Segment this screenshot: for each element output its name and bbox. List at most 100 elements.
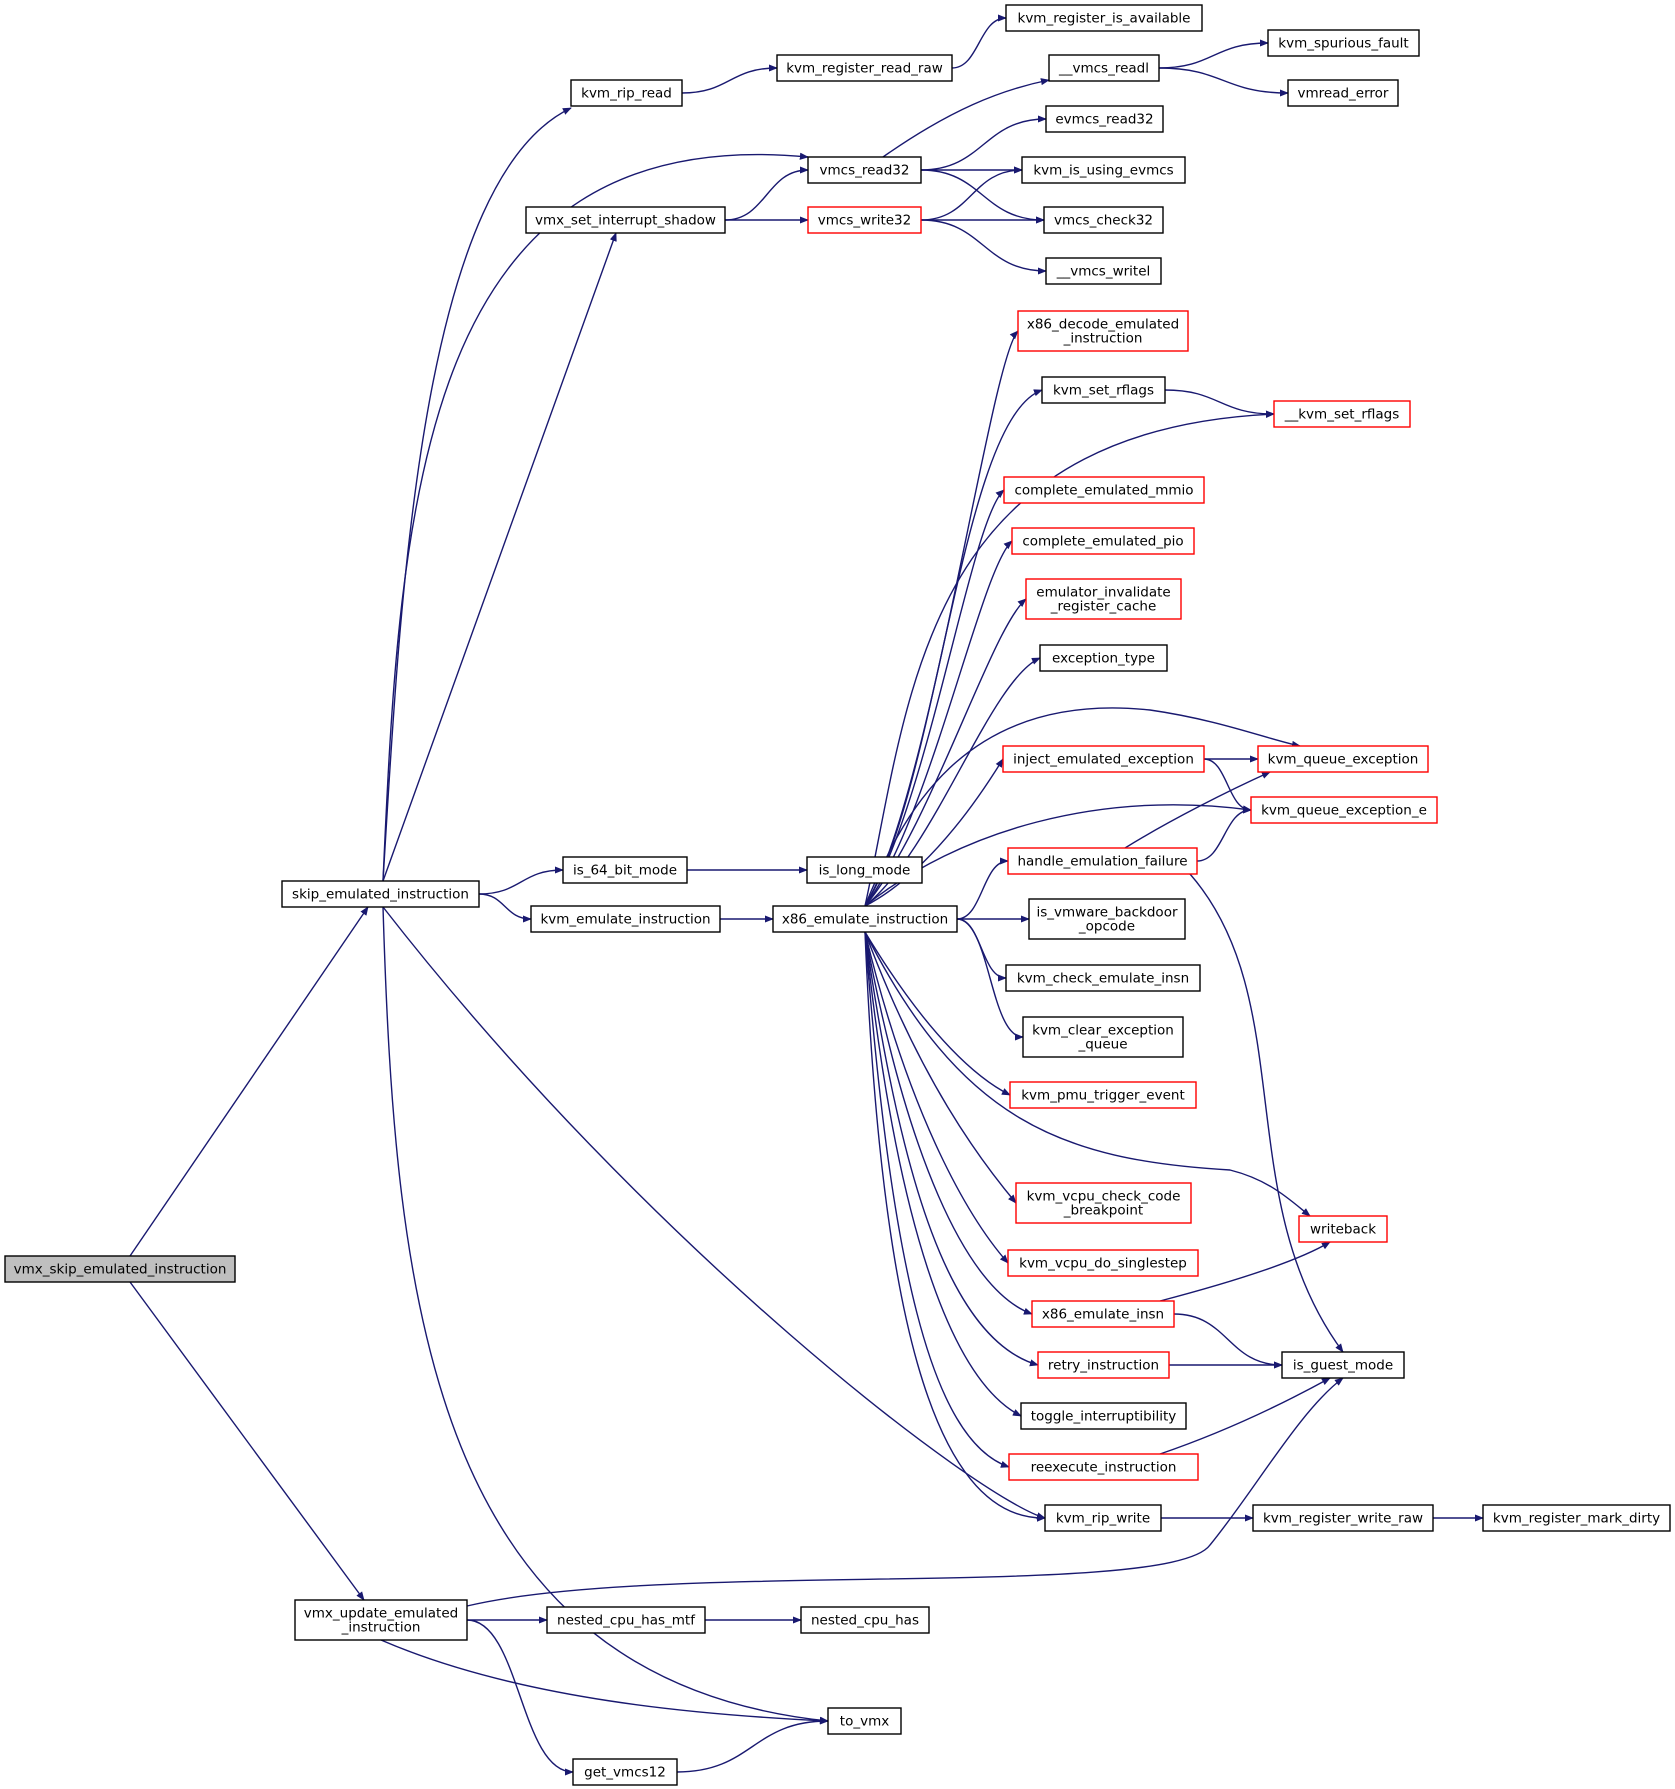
node-kvm-register-read-raw[interactable]: kvm_register_read_raw	[776, 54, 953, 82]
edge-handle_emulation_failure-to-kvm_queue_exception	[1124, 771, 1271, 849]
node-kvm-pmu-trigger-event[interactable]: kvm_pmu_trigger_event	[1009, 1081, 1197, 1109]
edge-path	[380, 1639, 829, 1725]
edge-path	[864, 931, 1009, 1264]
edge-vmcs_read32-to-evmcs_read32	[920, 115, 1047, 171]
node-vmx-update[interactable]: vmx_update_emulated_instruction	[294, 1599, 468, 1641]
node-kvm-is-using-evmcs[interactable]: kvm_is_using_evmcs	[1021, 156, 1186, 184]
node-evmcs-read32[interactable]: evmcs_read32	[1045, 105, 1164, 133]
node-kvm-set-rflags2[interactable]: __kvm_set_rflags	[1273, 400, 1411, 428]
edge-path	[882, 78, 1050, 158]
node-to-vmx[interactable]: to_vmx	[827, 1707, 902, 1735]
node-kvm-vcpu-check-code[interactable]: kvm_vcpu_check_code_breakpoint	[1015, 1182, 1192, 1224]
node-vmcs-write32[interactable]: vmcs_write32	[807, 206, 922, 234]
edge-x86_emulate_instruction-to-kvm_rip_write	[864, 931, 1046, 1522]
node-vmcs-check32[interactable]: vmcs_check32	[1043, 206, 1164, 234]
edge-vmcs_readl-to-kvm_spurious_fault	[1158, 39, 1269, 69]
node-complete-mmio[interactable]: complete_emulated_mmio	[1003, 476, 1205, 504]
node-is-64-bit-mode[interactable]: is_64_bit_mode	[562, 856, 688, 884]
node-box	[1021, 156, 1186, 184]
edge-path	[864, 389, 1043, 907]
node-label: get_vmcs12	[584, 1765, 666, 1781]
node-label: vmx_set_interrupt_shadow	[535, 213, 716, 229]
edge-path	[864, 540, 1013, 907]
edge-x86_emulate_instruction-to-kvm_clear_exception	[956, 918, 1024, 1041]
node-label: kvm_emulate_instruction	[540, 912, 710, 928]
node-kvm-emulate-instruction[interactable]: kvm_emulate_instruction	[530, 905, 721, 933]
edge-path	[129, 1281, 365, 1601]
node-box	[572, 1758, 678, 1786]
node-kvm-check-emulate-insn[interactable]: kvm_check_emulate_insn	[1005, 964, 1201, 992]
node-kvm-rip-read[interactable]: kvm_rip_read	[570, 79, 683, 107]
node-inject-emulated[interactable]: inject_emulated_exception	[1002, 745, 1205, 773]
node-label: vmcs_read32	[820, 163, 910, 179]
node-vmx-set-interrupt-shadow[interactable]: vmx_set_interrupt_shadow	[525, 206, 726, 234]
edge-vmcs_read32-to-vmcs_check32	[920, 169, 1045, 224]
edge-x86_emulate_insn-to-writeback	[1159, 1241, 1331, 1302]
node-box	[1031, 1300, 1175, 1328]
node-kvm-register-is-available[interactable]: kvm_register_is_available	[1005, 4, 1203, 32]
node-box	[1015, 1182, 1192, 1224]
node-box	[1045, 257, 1162, 285]
node-kvm-register-mark-dirty[interactable]: kvm_register_mark_dirty	[1482, 1504, 1671, 1532]
node-box	[1003, 476, 1205, 504]
node-label: x86_emulate_instruction	[782, 912, 948, 928]
node-kvm-clear-exception[interactable]: kvm_clear_exception_queue	[1022, 1016, 1184, 1058]
node-kvm-queue-exception-e[interactable]: kvm_queue_exception_e	[1250, 796, 1438, 824]
node-x86-decode[interactable]: x86_decode_emulated_instruction	[1017, 310, 1189, 352]
node-kvm-set-rflags[interactable]: kvm_set_rflags	[1041, 376, 1166, 404]
node-box	[1273, 400, 1411, 428]
edge-path	[864, 931, 1017, 1204]
node-label: vmcs_write32	[818, 213, 911, 229]
node-skip-emul[interactable]: skip_emulated_instruction	[281, 880, 480, 908]
node-label: is_guest_mode	[1293, 1358, 1393, 1374]
node-is-vmware-backdoor[interactable]: is_vmware_backdoor_opcode	[1028, 898, 1186, 940]
node-kvm-queue-exception[interactable]: kvm_queue_exception	[1257, 745, 1429, 773]
node-label: inject_emulated_exception	[1013, 752, 1194, 768]
edge-path	[864, 410, 1275, 907]
node-get-vmcs12[interactable]: get_vmcs12	[572, 1758, 678, 1786]
node-emulator-invalidate[interactable]: emulator_invalidate_register_cache	[1025, 578, 1182, 620]
node-vmx-skip[interactable]: vmx_skip_emulated_instruction	[4, 1255, 236, 1283]
node-box	[1250, 796, 1438, 824]
node-kvm-vcpu-do-singlestep[interactable]: kvm_vcpu_do_singlestep	[1007, 1249, 1199, 1277]
node-toggle-interruptibility[interactable]: toggle_interruptibility	[1020, 1402, 1187, 1430]
node-is-guest-mode[interactable]: is_guest_mode	[1281, 1351, 1405, 1379]
node-reexecute-instruction[interactable]: reexecute_instruction	[1008, 1453, 1199, 1481]
node-box	[1005, 964, 1201, 992]
node-label: vmx_skip_emulated_instruction	[14, 1262, 227, 1278]
edge-vmx_update-to-to_vmx	[380, 1639, 829, 1725]
node-box	[1044, 1504, 1162, 1532]
node-x86-emulate-instruction[interactable]: x86_emulate_instruction	[772, 905, 958, 933]
edge-path	[382, 906, 829, 1724]
node-kvm-spurious-fault[interactable]: kvm_spurious_fault	[1267, 29, 1420, 57]
node-box	[1008, 1453, 1199, 1481]
node-label: __vmcs_readl	[1058, 61, 1149, 77]
edge-skip_emul-to-kvm_emulate_instruction	[478, 893, 532, 923]
node-box	[1017, 310, 1189, 352]
node-writeback[interactable]: writeback	[1298, 1215, 1388, 1243]
node-nested-cpu-has-mtf[interactable]: nested_cpu_has_mtf	[546, 1606, 706, 1634]
node-kvm-register-write-raw[interactable]: kvm_register_write_raw	[1252, 1504, 1434, 1532]
node-complete-pio[interactable]: complete_emulated_pio	[1011, 527, 1195, 555]
node-vmcs-writel[interactable]: __vmcs_writel	[1045, 257, 1162, 285]
edge-path	[1164, 389, 1275, 418]
edge-path	[864, 931, 1039, 1367]
node-box	[546, 1606, 706, 1634]
node-is-long-mode[interactable]: is_long_mode	[806, 856, 923, 884]
node-exception-type[interactable]: exception_type	[1039, 644, 1168, 672]
node-box	[1287, 79, 1399, 107]
node-retry-instruction[interactable]: retry_instruction	[1037, 1351, 1170, 1379]
node-nested-cpu-has[interactable]: nested_cpu_has	[800, 1606, 930, 1634]
node-vmread-error[interactable]: vmread_error	[1287, 79, 1399, 107]
node-box	[1020, 1402, 1187, 1430]
node-vmcs-read32[interactable]: vmcs_read32	[807, 156, 922, 184]
node-x86-emulate-insn[interactable]: x86_emulate_insn	[1031, 1300, 1175, 1328]
node-label: __vmcs_writel	[1056, 264, 1151, 280]
edge-path	[956, 857, 1009, 920]
edge-x86_emulate_instruction-to-handle_emulation_failure	[956, 857, 1009, 920]
node-label: kvm_pmu_trigger_event	[1021, 1088, 1185, 1104]
node-vmcs-readl[interactable]: __vmcs_readl	[1048, 54, 1160, 82]
node-kvm-rip-write[interactable]: kvm_rip_write	[1044, 1504, 1162, 1532]
node-handle-emulation-failure[interactable]: handle_emulation_failure	[1007, 847, 1198, 875]
edge-kvm_register_read_raw-to-kvm_register_is_available	[951, 14, 1007, 69]
